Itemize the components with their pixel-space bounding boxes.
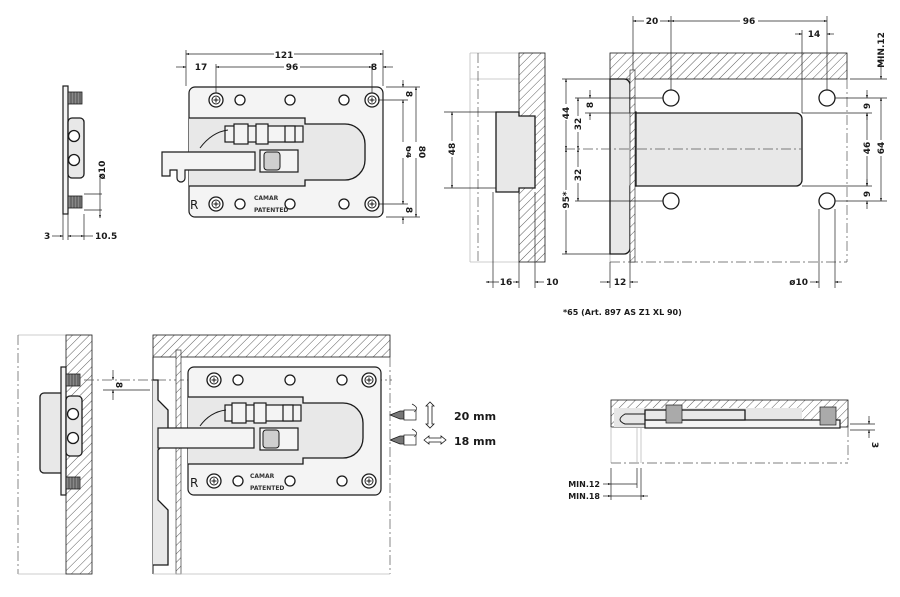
dim-lower-left: 95*	[562, 191, 572, 209]
patent-text: PATENTED	[254, 207, 288, 214]
dim-right-top-9: 9	[863, 103, 873, 109]
patent-text: PATENTED	[250, 485, 284, 492]
hand-mark-r: R	[190, 198, 198, 212]
dim-overall-width: 121	[275, 51, 294, 61]
vertical-arrow-icon	[425, 401, 435, 429]
dim-top-offset: 8	[403, 91, 413, 97]
dim-right-46: 46	[863, 142, 873, 155]
brand-logo: CAMAR	[250, 473, 275, 480]
top-section-view: 3 MIN.12 MIN.18	[568, 399, 879, 501]
adjust-screw-icon	[67, 153, 81, 167]
dim-min-top: MIN.12	[877, 32, 887, 68]
dim-cutout-depth: 16	[500, 278, 513, 288]
adjustment-vertical: 20 mm	[389, 401, 496, 429]
dim-min-12: MIN.12	[568, 480, 600, 489]
brand-logo: CAMAR	[254, 195, 279, 202]
dim-upper-small: 8	[586, 102, 596, 108]
adjustment-horizontal: 18 mm	[389, 428, 496, 448]
dim-min-18: MIN.18	[568, 492, 600, 501]
dim-left-offset: 17	[195, 63, 208, 73]
dim-upper-left-offset: 44	[562, 107, 572, 120]
dim-lower-32: 32	[574, 169, 584, 182]
adjust-screw-icon	[67, 129, 81, 143]
dim-flange: 12	[614, 278, 627, 288]
dim-hole-spacing: 96	[743, 17, 756, 27]
dim-overall-height: 80	[416, 146, 426, 159]
side-view: ø10 3 10.5	[44, 85, 117, 242]
dim-upper-32: 32	[574, 118, 584, 131]
dim-cutout-height: 48	[448, 143, 458, 156]
adjustment-horizontal-value: 18 mm	[454, 435, 496, 448]
section-view: 48 16 10	[444, 52, 559, 288]
dim-right-bottom-9: 9	[863, 191, 873, 197]
dim-vertical-offset: 8	[113, 382, 123, 388]
dim-bolt-diameter: ø10	[98, 161, 108, 180]
front-view: R CAMAR PATENTED 121 17 96 8 8 64 80 8	[161, 48, 426, 224]
dim-gap: 3	[869, 442, 879, 448]
dim-hole-diameter: ø10	[789, 278, 808, 288]
dim-thickness: 3	[44, 232, 50, 242]
screwdriver-icon	[389, 403, 417, 421]
adjustment-vertical-value: 20 mm	[454, 410, 496, 423]
dim-hole-spacing-v: 64	[403, 146, 413, 159]
dim-depth: 10.5	[95, 232, 117, 242]
dim-offset-top: 20	[646, 17, 659, 27]
dim-right-64: 64	[877, 142, 887, 155]
horizontal-arrow-icon	[423, 435, 447, 445]
dim-hole-spacing-h: 96	[286, 63, 299, 73]
dim-bottom-offset: 8	[403, 207, 413, 213]
plan-view: 20 96 14 MIN.12 64 9 46 9 44	[561, 16, 887, 317]
footnote: *65 (Art. 897 AS Z1 XL 90)	[563, 308, 682, 317]
assembly-view: 8 R CAMAR PATENTED	[17, 334, 496, 575]
dim-panel-thickness: 10	[546, 278, 559, 288]
dim-edge-offset: 14	[808, 30, 821, 40]
screwdriver-icon	[389, 428, 417, 446]
hand-mark-r: R	[190, 476, 198, 490]
dim-right-offset: 8	[371, 63, 377, 73]
